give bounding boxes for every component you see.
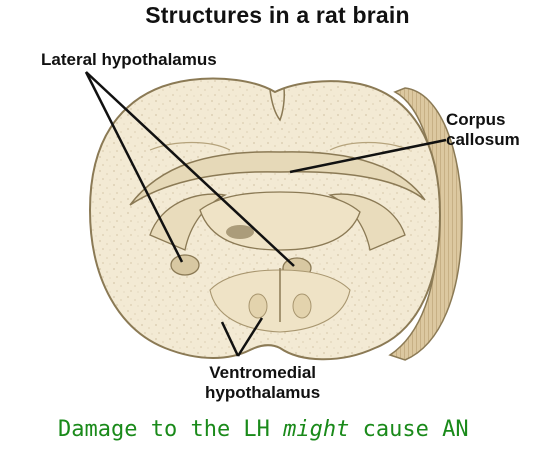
ventromedial-nucleus-left <box>249 294 267 318</box>
label-vmh-line2: hypothalamus <box>205 383 320 403</box>
caption-after: cause AN <box>349 417 468 442</box>
label-corpus-callosum: Corpus callosum <box>446 110 520 150</box>
ventromedial-nucleus-right <box>293 294 311 318</box>
label-ventromedial-hypothalamus: Ventromedial hypothalamus <box>205 363 320 403</box>
caption-emphasis: might <box>283 417 349 442</box>
label-corpus-callosum-line2: callosum <box>446 130 520 150</box>
third-ventricle-top <box>226 225 254 239</box>
caption-before: Damage to the LH <box>58 417 283 442</box>
label-vmh-line1: Ventromedial <box>205 363 320 383</box>
label-lateral-hypothalamus: Lateral hypothalamus <box>41 50 217 70</box>
lateral-hypothalamus-left <box>171 255 199 275</box>
caption: Damage to the LH might cause AN <box>58 417 469 442</box>
label-corpus-callosum-line1: Corpus <box>446 110 520 130</box>
